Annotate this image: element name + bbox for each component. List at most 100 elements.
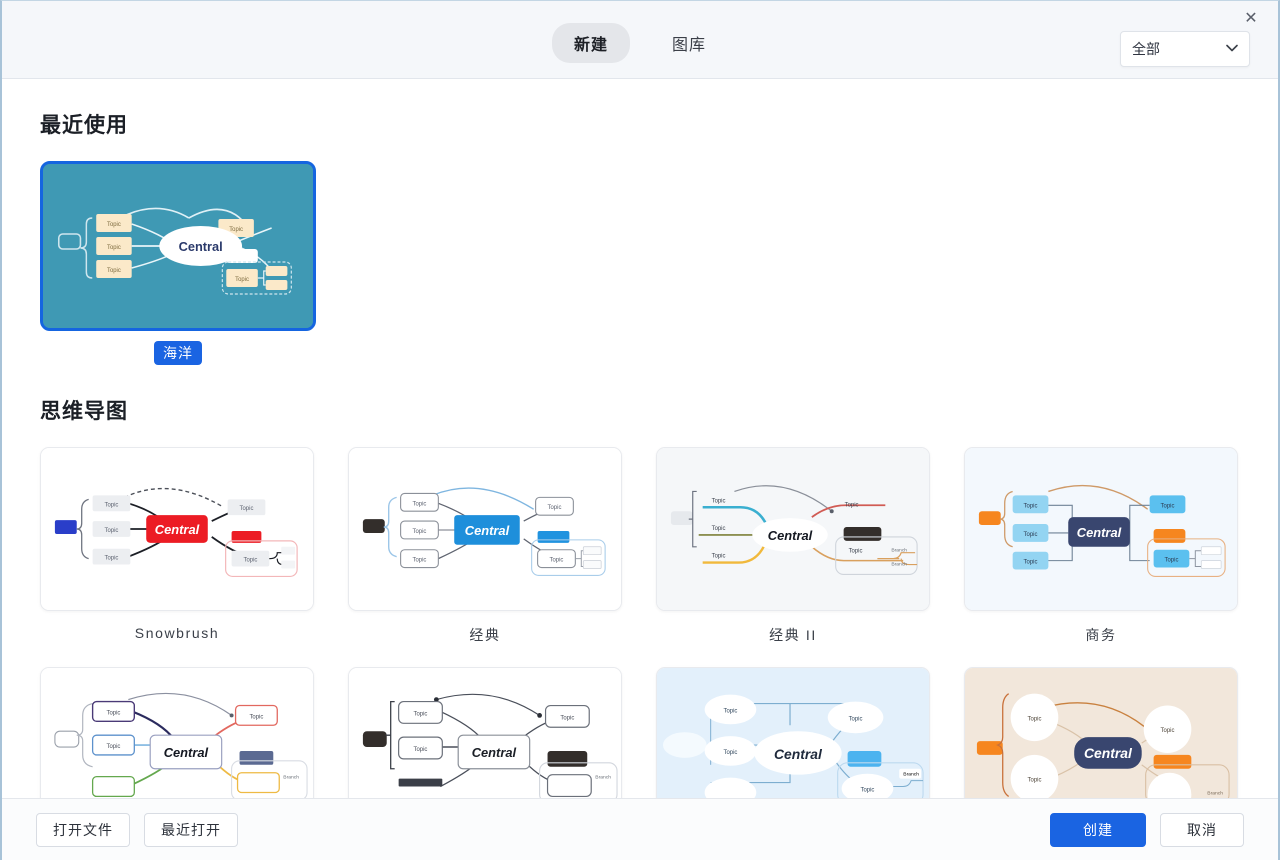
svg-text:Topic: Topic <box>1028 778 1042 784</box>
recent-open-button[interactable]: 最近打开 <box>144 812 238 847</box>
svg-text:Topic: Topic <box>712 498 726 504</box>
template-card-mono[interactable]: Central Topic Topic Topic Branch <box>348 667 622 798</box>
svg-text:Topic: Topic <box>413 558 427 564</box>
cream-thumbnail: Central Topic Topic Topic Branch <box>965 668 1237 798</box>
svg-text:Central: Central <box>472 745 517 760</box>
svg-text:Topic: Topic <box>229 227 243 233</box>
svg-text:Topic: Topic <box>550 558 564 564</box>
classic-thumbnail: Central Topic Topic Topic Topic Topic <box>349 448 621 610</box>
svg-text:Topic: Topic <box>712 554 726 560</box>
svg-text:Topic: Topic <box>107 268 121 274</box>
template-card-cloud[interactable]: Central Topic Topic Topic Topic Branch <box>656 667 930 798</box>
svg-text:Central: Central <box>155 522 200 537</box>
template-cell: Central Topic Topic Topic Branch <box>348 667 622 798</box>
cloud-thumbnail: Central Topic Topic Topic Topic Branch <box>657 668 929 798</box>
svg-text:Central: Central <box>465 523 510 538</box>
tab-new[interactable]: 新建 <box>551 22 630 63</box>
template-card-snowbrush[interactable]: Central Topic Topic Topic Topic Topic <box>40 447 314 611</box>
close-icon[interactable]: ✕ <box>1244 10 1258 27</box>
svg-text:Topic: Topic <box>548 505 562 511</box>
svg-text:Branch: Branch <box>283 775 299 781</box>
footer-right-actions: 创建 取消 <box>1050 812 1244 847</box>
category-filter-select[interactable]: 全部 <box>1120 31 1250 67</box>
svg-text:Topic: Topic <box>107 222 121 228</box>
mono-thumbnail: Central Topic Topic Topic Branch <box>349 668 621 798</box>
dialog-header: 新建 图库 全部 ✕ <box>2 1 1278 79</box>
template-name: 经典 II <box>769 627 817 643</box>
classic2-thumbnail: Central Topic Topic Topic Topic Topic Br… <box>657 448 929 610</box>
svg-text:Topic: Topic <box>249 714 263 720</box>
template-cell: Central Topic Topic Topic Topic Topic 经典 <box>348 447 622 667</box>
svg-text:Branch: Branch <box>891 548 907 554</box>
svg-text:Topic: Topic <box>105 528 119 534</box>
svg-text:Topic: Topic <box>1024 560 1038 566</box>
svg-text:Topic: Topic <box>413 501 427 507</box>
tab-gallery[interactable]: 图库 <box>672 36 707 54</box>
svg-text:Branch: Branch <box>891 562 907 568</box>
svg-text:Topic: Topic <box>1161 728 1175 734</box>
business-thumbnail: Central Topic Topic Topic Topic Topic <box>965 448 1237 610</box>
dialog-body: 最近使用 <box>2 79 1278 798</box>
section-mindmap: 思维导图 <box>40 395 1240 798</box>
svg-text:Topic: Topic <box>235 277 249 283</box>
template-card-classic-2[interactable]: Central Topic Topic Topic Topic Topic Br… <box>656 447 930 611</box>
svg-text:Topic: Topic <box>860 787 874 793</box>
cancel-button[interactable]: 取消 <box>1160 812 1244 847</box>
svg-text:Topic: Topic <box>414 747 428 753</box>
tab-bar: 新建 图库 <box>551 22 728 63</box>
svg-text:Central: Central <box>1084 745 1133 761</box>
create-button[interactable]: 创建 <box>1050 812 1146 847</box>
section-recent: 最近使用 <box>40 109 1240 365</box>
section-title-recent: 最近使用 <box>40 114 128 137</box>
template-card-business[interactable]: Central Topic Topic Topic Topic Topic <box>964 447 1238 611</box>
chevron-down-icon <box>1226 43 1238 55</box>
template-cell: Central Topic Topic Topic Branch <box>964 667 1238 798</box>
svg-text:Branch: Branch <box>1207 790 1223 796</box>
ocean-thumbnail: Central Topic Topic Topic Topic Topic <box>43 164 313 328</box>
svg-text:Topic: Topic <box>849 716 863 722</box>
template-grid: Central Topic Topic Topic Topic Topic Sn… <box>40 447 1240 798</box>
svg-text:Topic: Topic <box>1165 558 1179 564</box>
template-name: 商务 <box>1085 627 1117 643</box>
recent-list: Central Topic Topic Topic Topic Topic 海洋 <box>40 161 1240 365</box>
svg-text:Topic: Topic <box>1024 532 1038 538</box>
template-cell: Central Topic Topic Topic Topic Topic 商务 <box>964 447 1238 667</box>
svg-text:Topic: Topic <box>1161 503 1175 509</box>
svg-text:Topic: Topic <box>414 711 428 717</box>
template-cell: Central Topic Topic Topic Topic Topic Sn… <box>40 447 314 667</box>
svg-text:Topic: Topic <box>712 526 726 532</box>
svg-text:Topic: Topic <box>1028 716 1042 722</box>
template-card-colorline[interactable]: Central Topic Topic Topic Branch <box>40 667 314 798</box>
svg-text:Topic: Topic <box>845 502 859 508</box>
recent-template-label-wrap: 海洋 <box>40 341 316 365</box>
svg-text:Topic: Topic <box>413 529 427 535</box>
svg-text:Topic: Topic <box>107 710 121 716</box>
colorline-thumbnail: Central Topic Topic Topic Branch <box>41 668 313 798</box>
template-cell: Central Topic Topic Topic Topic Topic Br… <box>656 447 930 667</box>
category-filter-value: 全部 <box>1132 41 1160 57</box>
open-file-button[interactable]: 打开文件 <box>36 812 130 847</box>
svg-text:Topic: Topic <box>107 245 121 251</box>
template-card-cream[interactable]: Central Topic Topic Topic Branch <box>964 667 1238 798</box>
recent-template-label: 海洋 <box>154 341 202 365</box>
footer-left-actions: 打开文件 最近打开 <box>36 812 238 847</box>
svg-text:Central: Central <box>768 528 813 543</box>
svg-text:Central: Central <box>1077 525 1122 540</box>
svg-text:Topic: Topic <box>107 744 121 750</box>
template-cell: Central Topic Topic Topic Topic Branch <box>656 667 930 798</box>
template-name: Snowbrush <box>134 625 220 641</box>
svg-text:Topic: Topic <box>105 556 119 562</box>
snowbrush-thumbnail: Central Topic Topic Topic Topic Topic <box>41 448 313 610</box>
svg-text:Topic: Topic <box>560 715 574 721</box>
template-card-classic[interactable]: Central Topic Topic Topic Topic Topic <box>348 447 622 611</box>
template-cell: Central Topic Topic Topic Branch <box>40 667 314 798</box>
svg-text:Central: Central <box>179 239 223 254</box>
svg-text:Topic: Topic <box>724 750 738 756</box>
dialog-footer: 打开文件 最近打开 创建 取消 <box>2 798 1278 860</box>
svg-text:Topic: Topic <box>849 549 863 555</box>
svg-text:Topic: Topic <box>1024 503 1038 509</box>
recent-template-card[interactable]: Central Topic Topic Topic Topic Topic <box>40 161 316 331</box>
svg-text:Topic: Topic <box>244 558 258 564</box>
svg-text:Topic: Topic <box>240 506 254 512</box>
